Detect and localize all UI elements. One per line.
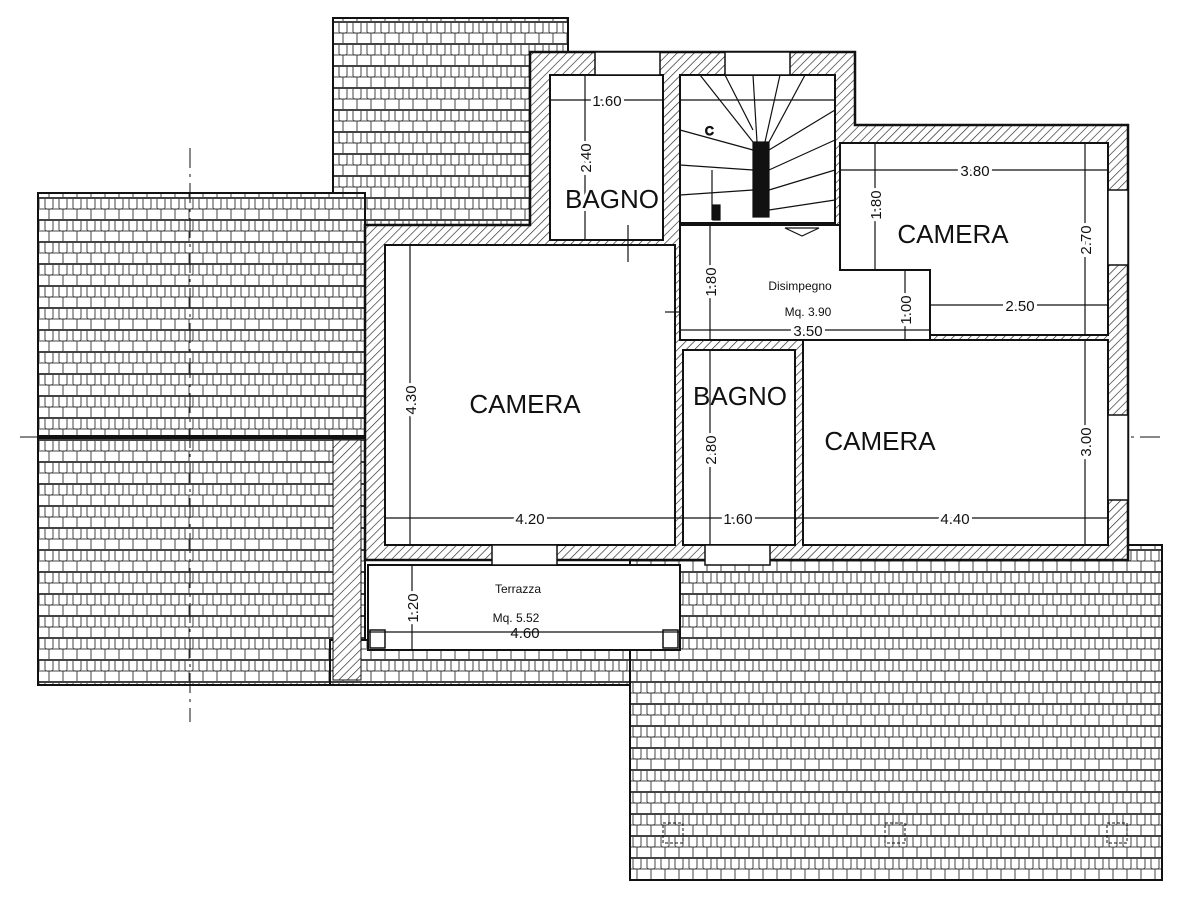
roof-areas xyxy=(37,17,1163,881)
room-camera-left xyxy=(384,244,676,546)
label-camera-left: CAMERA xyxy=(469,389,581,419)
dim-disimpegno-h2: 1.00 xyxy=(898,295,915,324)
room-bagno-mid xyxy=(682,349,796,546)
label-terrazza: Terrazza xyxy=(495,582,541,596)
label-disimpegno: Disimpegno xyxy=(768,279,832,293)
dim-camera-br-w: 4.40 xyxy=(940,511,969,528)
dim-terrazza-w: 4.60 xyxy=(510,625,539,642)
label-bagno-mid: BAGNO xyxy=(693,381,787,411)
label-camera-top-right: CAMERA xyxy=(897,219,1009,249)
dim-camera-left-h: 4.30 xyxy=(403,385,420,414)
dim-camera-tr-w: 3.80 xyxy=(960,163,989,180)
dim-camera-left-w: 4.20 xyxy=(515,511,544,528)
dim-camera-tr-h2: 2.70 xyxy=(1078,225,1095,254)
staircase: C xyxy=(679,74,836,237)
label-disimpegno-area: Mq. 3.90 xyxy=(785,305,832,319)
dim-bagno-mid-h: 2.80 xyxy=(703,435,720,464)
dim-bagno-mid-w: 1.60 xyxy=(723,511,752,528)
dim-bagno-top-h: 2.40 xyxy=(578,143,595,172)
dim-disimpegno-h: 1.80 xyxy=(703,267,720,296)
room-terrazza xyxy=(367,564,681,651)
label-terrazza-area: Mq. 5.52 xyxy=(493,611,540,625)
room-bagno-top xyxy=(549,74,664,241)
roof-bottom-right xyxy=(629,544,1163,881)
room-disimpegno xyxy=(679,224,931,341)
dim-camera-br-h: 3.00 xyxy=(1078,427,1095,456)
dimension-lines xyxy=(368,75,1108,650)
label-bagno-top: BAGNO xyxy=(565,184,659,214)
dim-bagno-top-w: 1.60 xyxy=(592,93,621,110)
dim-camera-tr-h1: 1.80 xyxy=(868,190,885,219)
label-camera-bottom-right: CAMERA xyxy=(824,426,936,456)
dim-camera-tr-w2: 2.50 xyxy=(1005,298,1034,315)
windows xyxy=(369,51,1129,649)
dim-terrazza-h: 1.20 xyxy=(405,593,422,622)
chimney-icons xyxy=(662,822,1128,844)
dim-disimpegno-w: 3.50 xyxy=(793,323,822,340)
stair-mark: C xyxy=(705,124,714,138)
